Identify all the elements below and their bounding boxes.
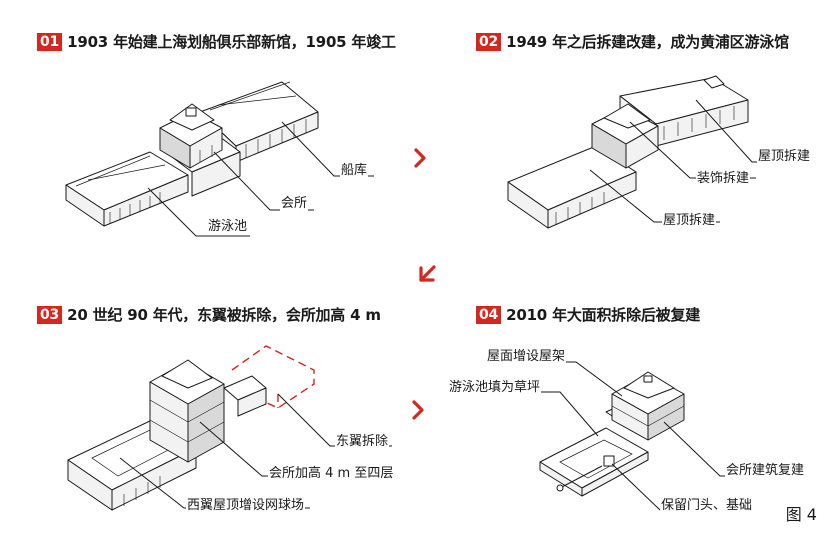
- panel-1-title: 01 1903 年始建上海划船俱乐部新馆，1905 年竣工: [37, 31, 396, 52]
- panel-2-title-text: 1949 年之后拆建改建，成为黄浦区游泳馆: [506, 33, 789, 51]
- label-boathouse: 船库: [340, 163, 369, 179]
- arrow-right-2: [412, 400, 424, 420]
- label-pool: 游泳池: [207, 219, 249, 235]
- label-clubhouse: 会所: [280, 196, 309, 212]
- panel-2-drawing: [507, 75, 810, 229]
- label-roof-frame-added: 屋面增设屋架: [486, 349, 567, 365]
- panel-1-title-text: 1903 年始建上海划船俱乐部新馆，1905 年竣工: [67, 33, 396, 51]
- panel-4-title: 04 2010 年大面积拆除后被复建: [476, 304, 700, 325]
- label-keep-gate-foundation: 保留门头、基础: [660, 498, 754, 514]
- panel-2-number: 02: [476, 32, 502, 51]
- label-clubhouse-raised: 会所加高 4 m 至四层: [268, 466, 395, 482]
- panel-3-drawing: [67, 345, 394, 511]
- arrow-right-1: [414, 148, 426, 168]
- panel-3-title: 03 20 世纪 90 年代，东翼被拆除，会所加高 4 m: [37, 304, 381, 325]
- panel-4-title-text: 2010 年大面积拆除后被复建: [506, 306, 701, 324]
- label-west-roof-tennis: 西翼屋顶增设网球场: [186, 498, 306, 514]
- panel-1-drawing: [65, 81, 374, 237]
- panel-4-drawing: [492, 361, 800, 511]
- panel-3-title-text: 20 世纪 90 年代，东翼被拆除，会所加高 4 m: [67, 306, 381, 324]
- panel-3-number: 03: [37, 305, 63, 324]
- label-east-wing-demolished: 东翼拆除: [335, 434, 390, 450]
- figure-label: 图 4: [785, 505, 817, 524]
- label-decor-rebuilt: 装饰拆建: [696, 171, 751, 187]
- label-clubhouse-rebuilt: 会所建筑复建: [725, 463, 806, 479]
- panel-4-number: 04: [476, 305, 502, 324]
- label-roof-rebuilt-left: 屋顶拆建: [662, 213, 717, 229]
- label-roof-rebuilt-right: 屋顶拆建: [757, 149, 812, 165]
- panel-2-title: 02 1949 年之后拆建改建，成为黄浦区游泳馆: [476, 31, 789, 52]
- label-pool-filled-lawn: 游泳池填为草坪: [448, 380, 542, 396]
- panel-1-number: 01: [37, 32, 63, 51]
